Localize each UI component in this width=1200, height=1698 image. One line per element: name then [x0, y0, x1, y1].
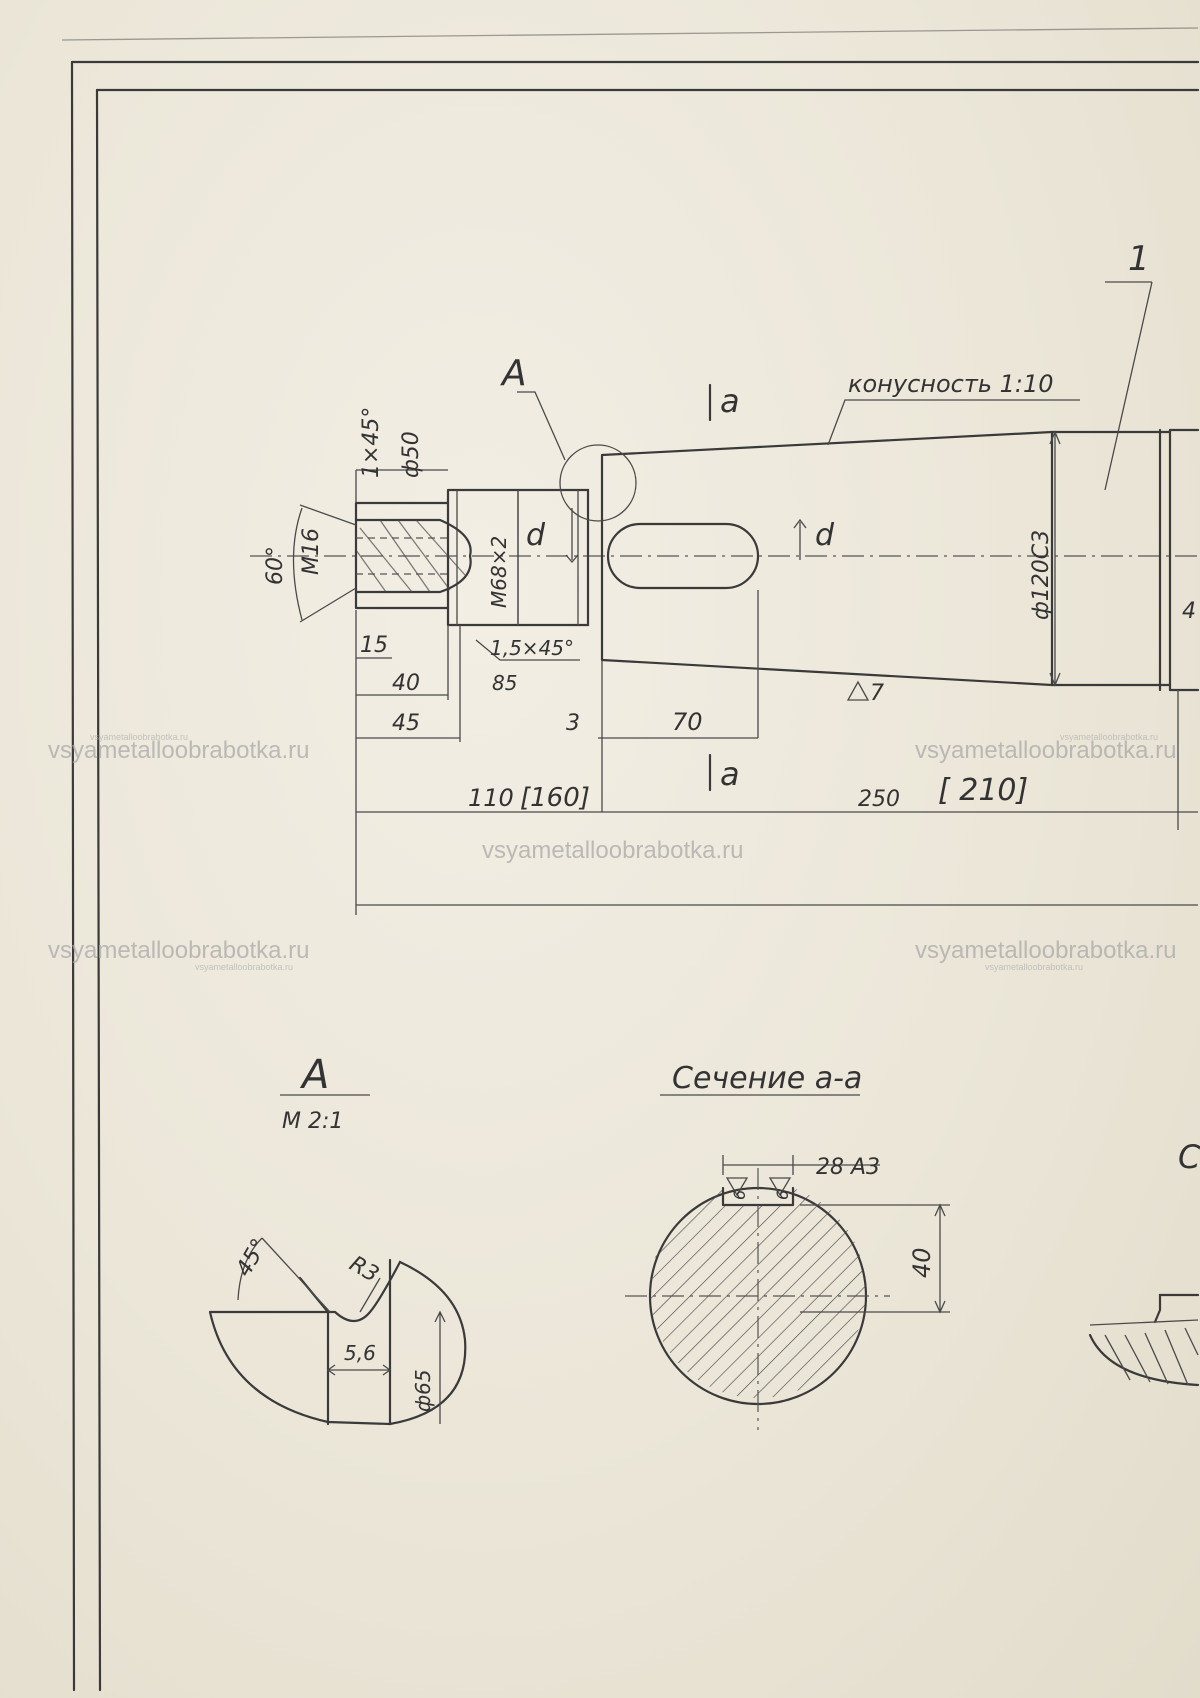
- shaft-main-view: [250, 281, 1200, 915]
- label-d-left: d: [526, 518, 546, 553]
- section-aa-title: Сечение a-a: [672, 1061, 862, 1096]
- section-aa-hatching: [650, 1188, 866, 1399]
- label-chamfer-1x45: 1×45°: [359, 407, 384, 478]
- section-aa-roughness-left: 6: [730, 1190, 749, 1200]
- label-thread-m68: M68×2: [487, 536, 511, 608]
- detail-A-callout-circle: [559, 444, 637, 522]
- label-section-mark-top: a: [720, 382, 740, 420]
- label-dim-40: 40: [392, 671, 420, 696]
- watermarks: vsyametalloobrabotka.ru vsyametalloobrab…: [48, 732, 1176, 972]
- label-dim-160: [160]: [520, 783, 590, 813]
- label-section-mark-bottom: a: [720, 755, 740, 793]
- label-dim-70: 70: [672, 708, 703, 736]
- watermark-small-3: vsyametalloobrabotka.ru: [1060, 732, 1158, 742]
- section-aa-depth: 40: [908, 1247, 936, 1278]
- watermark-2: vsyametalloobrabotka.ru: [915, 737, 1176, 764]
- drilled-hole: [354, 518, 472, 594]
- label-d-right: d: [815, 518, 835, 553]
- label-callout-A: A: [500, 353, 527, 394]
- main-view-labels: A 1 конусность 1:10 a a d d 1×45° ф50 60…: [263, 239, 1196, 813]
- partial-section-title: С: [1178, 1138, 1200, 1176]
- roughness-symbol: [846, 680, 870, 701]
- section-aa-key-width: 28 A3: [816, 1155, 880, 1180]
- shaft-taper-body: [600, 430, 1054, 687]
- detail-A-scale: M 2:1: [282, 1109, 343, 1134]
- section-aa-labels: Сечение a-a 28 A3 40 6 6: [672, 1061, 936, 1278]
- drawing-frame: [61, 27, 1200, 1692]
- watermark-3: vsyametalloobrabotka.ru: [482, 837, 743, 864]
- detail-A-width: 5,6: [344, 1341, 376, 1365]
- watermark-5: vsyametalloobrabotka.ru: [915, 937, 1176, 964]
- detail-A-title: A: [299, 1052, 329, 1098]
- detail-A-view: [208, 1094, 467, 1426]
- label-dim-15: 15: [360, 633, 388, 658]
- label-dim-110: 110: [468, 784, 514, 812]
- watermark-4: vsyametalloobrabotka.ru: [48, 937, 309, 964]
- section-aa-view: [625, 1094, 950, 1430]
- watermark-1: vsyametalloobrabotka.ru: [48, 737, 309, 764]
- keyway-slot: [606, 522, 760, 590]
- label-dim-85: 85: [492, 671, 517, 695]
- label-dim-250: 250: [858, 787, 900, 812]
- label-dim-210: [ 210]: [938, 773, 1028, 808]
- detail-A-dia: ф65: [411, 1369, 435, 1412]
- label-dim-3: 3: [566, 711, 580, 736]
- label-dim-45: 45: [392, 711, 420, 736]
- label-roughness-7: 7: [870, 681, 884, 706]
- label-dia-50: ф50: [399, 431, 424, 478]
- label-thread-m16: M16: [299, 528, 324, 575]
- label-item-number: 1: [1128, 239, 1150, 279]
- label-chamfer-15: 1,5×45°: [490, 636, 574, 660]
- section-aa-roughness-right: 6: [773, 1190, 792, 1200]
- detail-A-labels: A M 2:1 45° R3 5,6 ф65: [232, 1052, 435, 1412]
- watermark-small-4: vsyametalloobrabotka.ru: [90, 732, 188, 742]
- label-cut-4: 4: [1182, 599, 1196, 624]
- label-taper-note: конусность 1:10: [848, 370, 1054, 398]
- partial-section-view: С: [1088, 1138, 1200, 1387]
- label-dia-120: ф120С3: [1029, 530, 1054, 620]
- label-angle-60: 60°: [263, 546, 288, 585]
- detail-A-angle: 45°: [232, 1235, 273, 1281]
- watermark-small-2: vsyametalloobrabotka.ru: [985, 962, 1083, 972]
- watermark-small-1: vsyametalloobrabotka.ru: [195, 962, 293, 972]
